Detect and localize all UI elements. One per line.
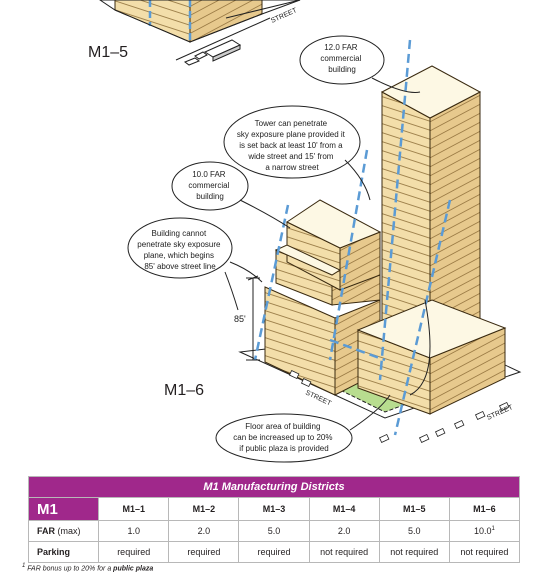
column-header: M1–1 — [98, 497, 170, 521]
footnote-mark: 1 — [491, 526, 495, 532]
table-cell: 1.0 — [98, 520, 170, 542]
row-label-text: Parking — [37, 547, 71, 557]
m1-6-podium — [356, 299, 507, 415]
car-icon — [183, 57, 201, 66]
column-header: M1–4 — [308, 497, 380, 521]
callout-cannot: Building cannot penetrate sky exposure p… — [127, 217, 263, 311]
svg-text:10.0 FAR commercial: 10.0 FAR commercial building — [188, 170, 231, 201]
m1-6-tower — [380, 65, 482, 361]
footnote: 1 FAR bonus up to 20% for a public plaza — [22, 563, 153, 572]
street-vehicles — [288, 370, 510, 443]
callout-line: Tower can penetrate — [255, 119, 328, 128]
footnote-bold: public plaza — [113, 565, 154, 573]
districts-table: M1 Manufacturing Districts M1 M1–1 M1–2 … — [27, 476, 521, 563]
callout-line: 10.0 FAR — [192, 170, 226, 179]
table-cell: 5.0 — [238, 520, 310, 542]
column-header: M1–2 — [168, 497, 240, 521]
table-cell: not required — [448, 541, 521, 563]
m1-5-building: STREET — [99, 0, 301, 66]
column-header: M1–6 — [448, 497, 521, 521]
car-icon — [194, 51, 208, 60]
callout-line: building — [196, 192, 224, 201]
table-cell: 5.0 — [378, 520, 450, 542]
table-cell: 2.0 — [308, 520, 380, 542]
callout-line: Building cannot — [152, 229, 207, 238]
m1-6-mid-building — [274, 199, 382, 306]
callout-line: sky exposure plane provided it — [237, 130, 346, 139]
table-row: Parking required required required not r… — [27, 541, 521, 563]
table-corner: M1 — [27, 497, 100, 521]
table-cell: required — [98, 541, 170, 563]
callout-line: penetrate sky exposure — [137, 240, 221, 249]
callout-far10: 10.0 FAR commercial building — [171, 161, 291, 229]
callout-line: commercial — [188, 181, 229, 190]
callout-line: 12.0 FAR — [324, 43, 358, 52]
svg-text:Tower can penetrate sky: Tower can penetrate sky exposure plane p… — [237, 119, 347, 172]
table-cell: 10.01 — [448, 520, 521, 542]
callout-line: a narrow street — [265, 163, 319, 172]
callout-line: Floor area of building — [245, 422, 320, 431]
row-label-text: FAR — [37, 526, 55, 536]
sky-exposure-plane — [253, 39, 452, 436]
callout-line: plane, which begins — [144, 251, 214, 260]
row-label: Parking — [27, 541, 100, 563]
callout-line: wide street and 15' from — [247, 152, 333, 161]
table-title: M1 Manufacturing Districts — [28, 476, 520, 498]
row-label: FAR (max) — [27, 520, 100, 542]
table-row: FAR (max) 1.0 2.0 5.0 2.0 5.0 10.01 — [27, 520, 521, 542]
district-label-m1-6: M1–6 — [164, 382, 205, 399]
callout-line: can be increased up to 20% — [233, 433, 332, 442]
table-cell: not required — [308, 541, 380, 563]
column-header: M1–3 — [238, 497, 310, 521]
row-label-sub: (max) — [57, 526, 81, 536]
callout-far12: 12.0 FAR commercial building — [299, 35, 421, 93]
callout-line: 85' above street line — [144, 262, 216, 271]
footnote-text: FAR bonus up to 20% for a — [27, 565, 112, 573]
column-header: M1–5 — [378, 497, 450, 521]
footnote-mark: 1 — [22, 563, 26, 569]
table-cell: not required — [378, 541, 450, 563]
svg-text:12.0 FAR commercial: 12.0 FAR commercial building — [320, 43, 363, 74]
district-label-m1-5: M1–5 — [88, 44, 129, 61]
table-cell: required — [168, 541, 240, 563]
callout-line: if public plaza is provided — [239, 444, 328, 453]
truck-icon — [203, 39, 242, 62]
callout-line: commercial — [320, 54, 361, 63]
table-cell: 2.0 — [168, 520, 240, 542]
svg-text:Building cannot penetrat: Building cannot penetrate sky exposure p… — [137, 229, 222, 271]
svg-text:Floor area of building c: Floor area of building can be increased … — [233, 422, 334, 453]
dimension-85-label: 85' — [234, 314, 246, 324]
cell-value: 10.0 — [473, 526, 492, 536]
table-cell: required — [238, 541, 310, 563]
callout-tower: Tower can penetrate sky exposure plane p… — [223, 105, 371, 201]
callout-line: building — [328, 65, 356, 74]
callout-plaza: Floor area of building can be increased … — [215, 299, 431, 463]
zoning-diagram: STREET — [99, 0, 522, 463]
callout-line: is set back at least 10' from a — [239, 141, 343, 150]
